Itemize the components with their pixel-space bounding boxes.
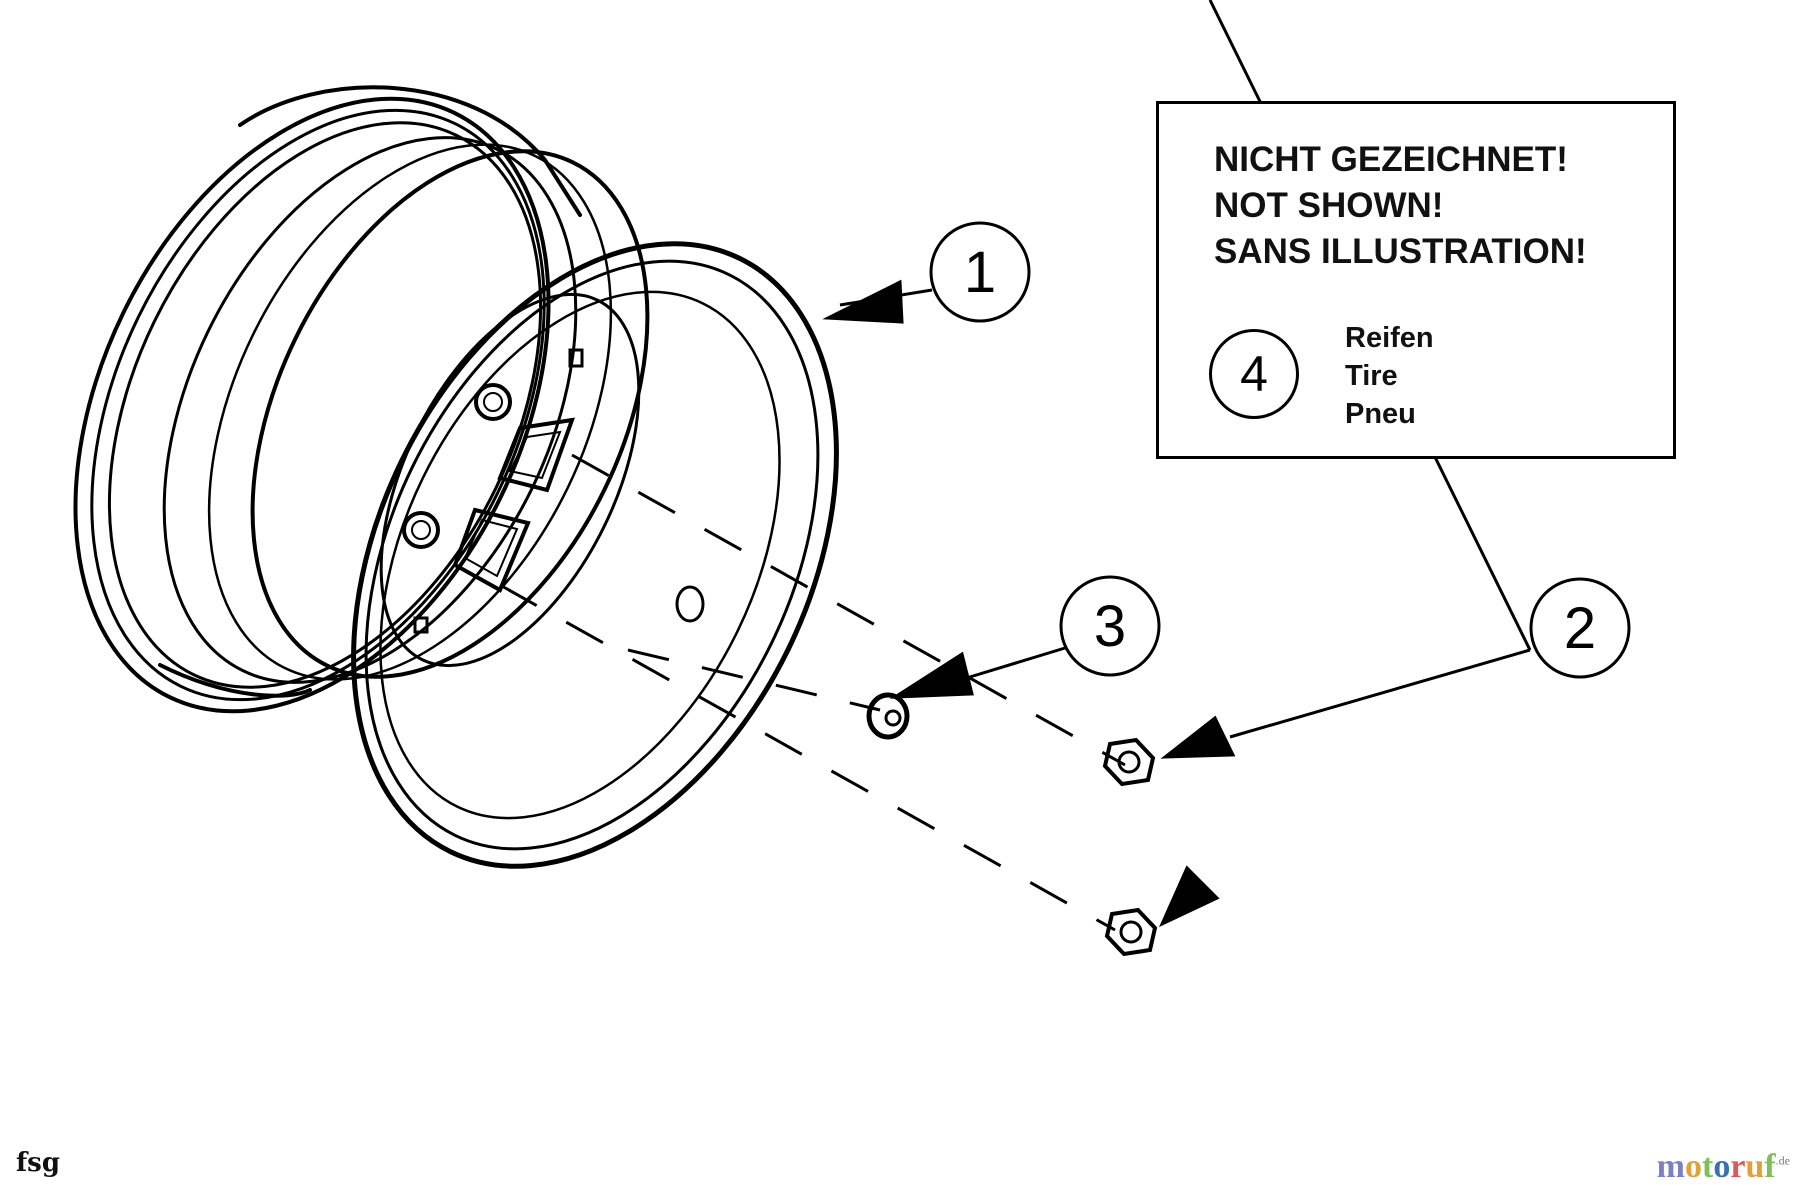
callout-1: 1 xyxy=(929,221,1031,323)
rim-back-flange-inner xyxy=(107,121,543,689)
rim-ridge-1 xyxy=(162,136,578,684)
legend-heading-de: NICHT GEZEICHNET! xyxy=(1214,140,1568,179)
legend-part-fr: Pneu xyxy=(1345,398,1416,430)
rim-back-flange-mid xyxy=(90,108,546,702)
drawing-code: fsg xyxy=(16,1148,61,1178)
assembly-line-lower xyxy=(499,583,1116,932)
watermark-letter: r xyxy=(1730,1148,1746,1185)
lug-square-top xyxy=(568,348,584,368)
assembly-lines xyxy=(499,453,1126,932)
rim-front-flange-outer xyxy=(351,241,839,869)
rim-front-well xyxy=(379,290,781,820)
callout-2-circle xyxy=(1529,577,1631,679)
callout-1-number: 1 xyxy=(964,240,996,305)
callout-3-number: 3 xyxy=(1094,594,1126,659)
callout-3-circle xyxy=(1059,575,1161,677)
watermark-letter: t xyxy=(1702,1148,1714,1185)
leader-2-upper xyxy=(1229,648,1531,739)
motoruf-watermark: motoruf.de xyxy=(1657,1148,1790,1186)
assembly-line-valve xyxy=(627,648,881,712)
legend-part-en: Tire xyxy=(1345,360,1398,392)
not-shown-legend: NICHT GEZEICHNET! NOT SHOWN! SANS ILLUST… xyxy=(1156,101,1676,459)
watermark-suffix: .de xyxy=(1775,1153,1790,1168)
valve-hole xyxy=(675,585,705,623)
rim-front-flange-inner xyxy=(364,259,820,851)
bolt-hole-upper xyxy=(474,383,512,421)
callout-2: 2 xyxy=(1529,577,1631,679)
rim-top-silhouette xyxy=(238,85,582,217)
legend-heading-en: NOT SHOWN! xyxy=(1214,186,1444,225)
arrowhead-2-upper xyxy=(1160,715,1236,759)
hub-opening-upper xyxy=(497,417,576,493)
arrowhead-3 xyxy=(889,651,974,699)
bolt-hole-upper-inner xyxy=(483,392,503,412)
callout-2-number: 2 xyxy=(1564,596,1596,661)
rim-back-flange-outer xyxy=(73,96,551,714)
wheel-nut-lower-bore xyxy=(1119,920,1143,944)
bolt-hole-lower-inner xyxy=(411,520,431,540)
valve-stem-drawing xyxy=(866,692,910,740)
hub-opening-lower-inner xyxy=(463,518,519,578)
watermark-letter: o xyxy=(1713,1148,1731,1185)
assembly-line-upper xyxy=(571,453,1126,767)
watermark-letters: motoruf xyxy=(1657,1148,1776,1185)
valve-stem-outer xyxy=(866,692,910,740)
hub-opening-lower xyxy=(452,507,531,593)
watermark-letter: o xyxy=(1685,1148,1702,1185)
rim-bottom-silhouette xyxy=(158,663,312,698)
rim-ridge-2 xyxy=(207,143,613,681)
callout-1-circle xyxy=(929,221,1031,323)
watermark-letter: m xyxy=(1656,1148,1685,1185)
valve-stem-inner xyxy=(884,709,902,727)
watermark-letter: f xyxy=(1764,1148,1776,1185)
wheel-nut-upper-bore xyxy=(1117,750,1141,774)
wheel-nut-upper-hex xyxy=(1102,737,1156,787)
wheel-nut-lower-drawing xyxy=(1104,907,1158,957)
hub-opening-upper-inner xyxy=(508,430,562,480)
legend-part-de: Reifen xyxy=(1345,322,1434,354)
arrowhead-1 xyxy=(822,279,904,324)
wheel-nut-upper-drawing xyxy=(1102,737,1156,787)
lug-square-bottom xyxy=(413,616,429,634)
wheel-center-disc xyxy=(379,292,641,668)
rim-ridge-3 xyxy=(250,149,650,679)
legend-heading-fr: SANS ILLUSTRATION! xyxy=(1214,232,1587,271)
watermark-letter: u xyxy=(1745,1148,1765,1185)
wheel-rim-drawing xyxy=(73,85,839,869)
callout-3: 3 xyxy=(1059,575,1161,677)
wheel-nut-lower-hex xyxy=(1104,907,1158,957)
leader-3 xyxy=(959,646,1066,682)
bolt-hole-lower xyxy=(402,511,440,549)
arrowhead-2-lower xyxy=(1158,865,1220,928)
legend-ref-number: 4 xyxy=(1209,329,1299,419)
